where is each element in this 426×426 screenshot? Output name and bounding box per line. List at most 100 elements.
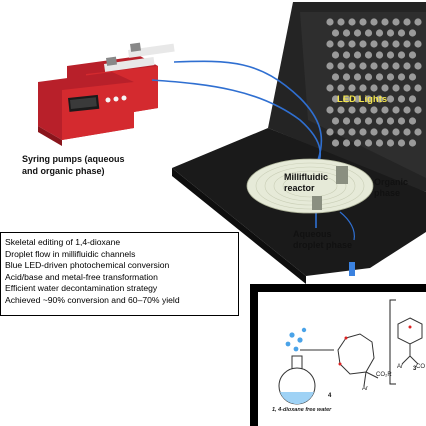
led-cell	[342, 95, 351, 103]
led-cell	[397, 73, 406, 81]
pump-caption-line-1: Syring pumps (aqueous	[22, 154, 125, 164]
led-cell	[397, 139, 406, 147]
led-cell	[353, 51, 362, 59]
led-cell	[381, 62, 389, 70]
led-cell	[342, 29, 351, 37]
led-cell	[386, 117, 395, 125]
led-label: LED Lights	[337, 94, 388, 105]
collection-vial	[349, 262, 355, 276]
summary-item: Acid/base and metal-free transformation	[5, 271, 158, 282]
aqueous-phase-label: Aqueous droplet phase	[293, 229, 352, 251]
led-cell	[403, 40, 411, 48]
led-cell	[348, 128, 356, 136]
led-cell	[403, 84, 411, 92]
led-cell	[414, 128, 422, 136]
led-cell	[359, 106, 367, 114]
led-cell	[353, 139, 362, 147]
led-cell	[381, 40, 389, 48]
led-cell	[331, 139, 340, 147]
led-cell	[386, 73, 395, 81]
led-cell	[414, 62, 422, 70]
led-cell	[414, 40, 422, 48]
led-cell	[392, 84, 400, 92]
pump-caption-line-2: and organic phase)	[22, 166, 105, 176]
summary-item: Achieved ~90% conversion and 60–70% yiel…	[5, 294, 180, 305]
led-cell	[381, 18, 389, 26]
led-cell	[414, 84, 422, 92]
led-cell	[348, 106, 356, 114]
led-cell	[337, 18, 345, 26]
led-cell	[381, 128, 389, 136]
led-cell	[364, 73, 373, 81]
led-cell	[348, 18, 356, 26]
led-cell	[408, 95, 417, 103]
led-cell	[408, 73, 417, 81]
aryl-label-bracket: Ar	[397, 364, 403, 370]
led-cell	[331, 51, 340, 59]
led-cell	[359, 18, 367, 26]
led-cell	[408, 29, 417, 37]
led-cell	[408, 51, 417, 59]
led-cell	[348, 62, 356, 70]
summary-item: Droplet flow in millifluidic channels	[5, 248, 136, 259]
reactor-label-line-2: reactor	[284, 183, 315, 193]
led-cell	[375, 73, 384, 81]
organic-label-line-1: Organic	[374, 177, 409, 187]
led-cell	[337, 62, 345, 70]
led-cell	[370, 84, 378, 92]
millifluidic-chip	[246, 158, 374, 214]
led-cell	[353, 29, 362, 37]
led-cell	[414, 18, 422, 26]
led-cell	[397, 29, 406, 37]
led-cell	[403, 128, 411, 136]
led-cell	[408, 117, 417, 125]
led-cell	[326, 40, 334, 48]
led-cell	[403, 62, 411, 70]
led-cell	[337, 84, 345, 92]
led-cell	[342, 117, 351, 125]
led-cell	[326, 84, 334, 92]
led-cell	[375, 51, 384, 59]
led-cell	[364, 139, 373, 147]
led-cell	[375, 117, 384, 125]
led-cell	[381, 84, 389, 92]
led-cell	[342, 51, 351, 59]
led-cell	[414, 106, 422, 114]
led-cell	[326, 18, 334, 26]
led-cell	[392, 18, 400, 26]
led-cell	[370, 40, 378, 48]
led-cell	[375, 29, 384, 37]
led-cell	[337, 106, 345, 114]
led-cell	[342, 73, 351, 81]
led-cell	[403, 18, 411, 26]
led-cell	[326, 128, 334, 136]
ester-label: CO₂R	[376, 372, 392, 378]
led-cell	[326, 106, 334, 114]
led-cell	[364, 95, 373, 103]
led-cell	[348, 84, 356, 92]
led-cell	[392, 106, 400, 114]
led-cell	[386, 139, 395, 147]
led-cell	[408, 139, 417, 147]
led-cell	[331, 117, 340, 125]
led-cell	[397, 51, 406, 59]
led-cell	[386, 95, 395, 103]
led-cell	[370, 106, 378, 114]
compound-4-number: 4	[328, 393, 332, 399]
led-cell	[359, 40, 367, 48]
led-cell	[331, 29, 340, 37]
led-cell	[370, 62, 378, 70]
organic-label-line-2: phase	[374, 188, 401, 198]
reactor-label: Millifluidic reactor	[284, 172, 328, 194]
pump-caption: Syring pumps (aqueous and organic phase)	[22, 153, 172, 177]
led-cell	[359, 62, 367, 70]
led-cell	[392, 128, 400, 136]
led-cell	[364, 117, 373, 125]
led-panel	[326, 18, 422, 147]
led-cell	[392, 62, 400, 70]
summary-item: Efficient water decontamination strategy	[5, 283, 158, 294]
led-cell	[326, 62, 334, 70]
carbonyl-label: CO	[416, 364, 425, 370]
reactor-label-line-1: Millifluidic	[284, 172, 328, 182]
led-cell	[342, 139, 351, 147]
